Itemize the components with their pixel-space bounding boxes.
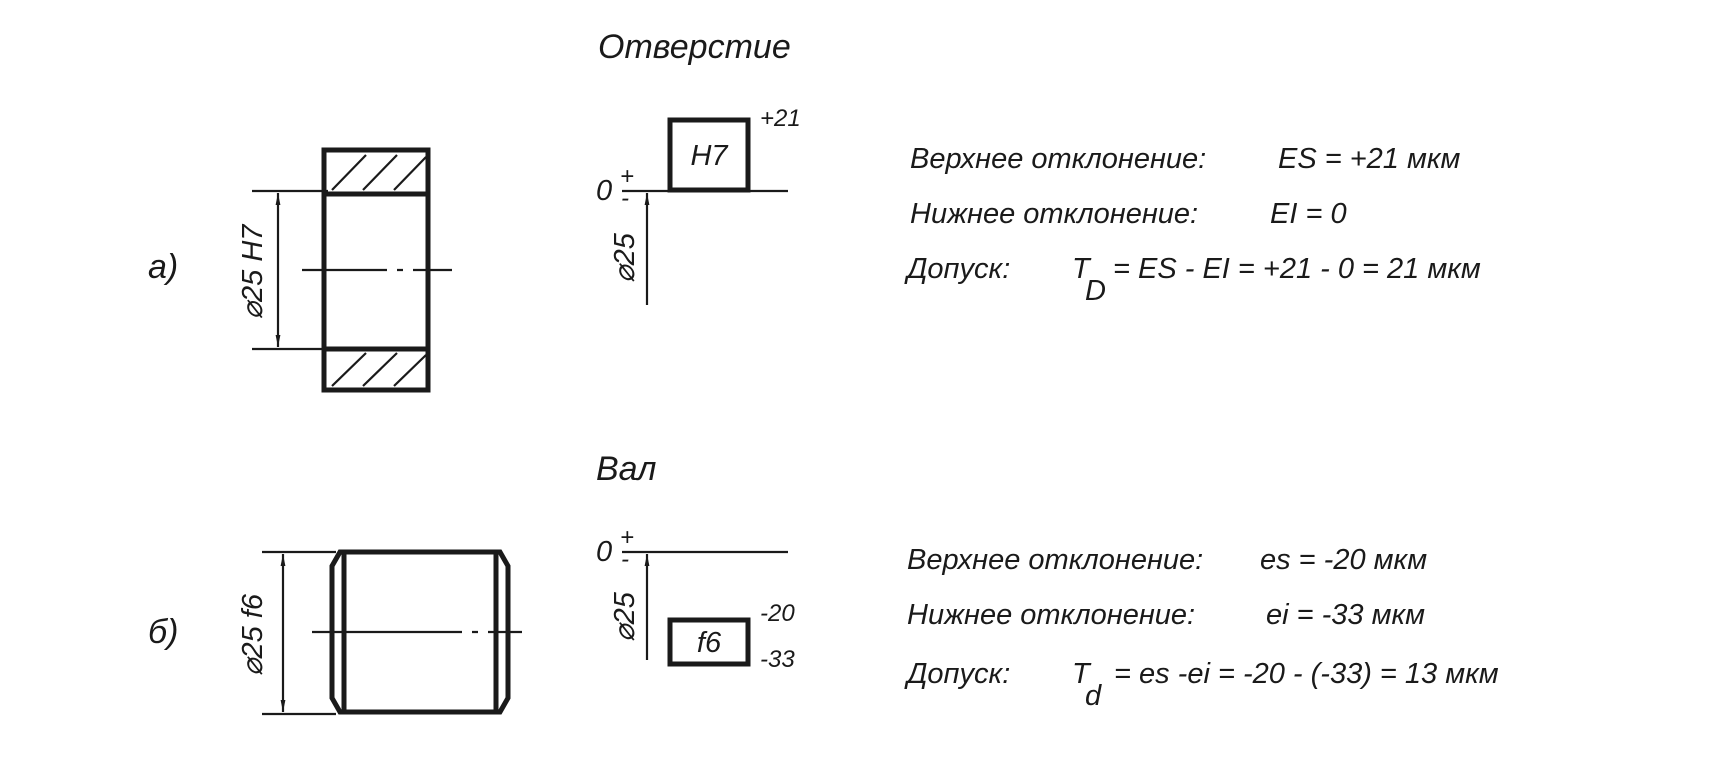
shaft-minus-sign: - bbox=[621, 546, 629, 573]
hole-tolerance-zone-diagram: 0 + - ⌀25 H7 +21 bbox=[596, 105, 801, 305]
shaft-nominal-label: ⌀25 bbox=[609, 591, 641, 642]
hole-deviations-text: Верхнее отклонение: ES = +21 мкм Нижнее … bbox=[904, 143, 1481, 307]
shaft-tolerance-text: Допуск: bbox=[904, 658, 1010, 690]
shaft-lower-deviation-value: -33 bbox=[760, 646, 795, 673]
shaft-tolerance-zone-diagram: 0 + - ⌀25 f6 -20 -33 bbox=[596, 524, 795, 673]
hole-tolerance-subscript: D bbox=[1085, 275, 1106, 307]
hole-lower-deviation-formula: EI = 0 bbox=[1270, 198, 1347, 230]
hole-upper-deviation-value: +21 bbox=[760, 105, 801, 132]
shaft-section-label: б) bbox=[148, 613, 178, 651]
hole-title: Отверстие bbox=[598, 28, 791, 66]
hole-plus-sign: + bbox=[620, 163, 634, 190]
hole-tolerance-formula: = ES - EI = +21 - 0 = 21 мкм bbox=[1113, 253, 1481, 285]
hole-section: а) Отверстие ⌀25 H7 0 bbox=[148, 28, 1481, 393]
shaft-title: Вал bbox=[596, 450, 656, 488]
hole-diameter-label: ⌀25 H7 bbox=[237, 223, 269, 320]
hole-upper-deviation-text: Верхнее отклонение: bbox=[910, 143, 1206, 175]
shaft-plus-sign: + bbox=[620, 524, 634, 551]
hole-tolerance-text: Допуск: bbox=[904, 253, 1010, 285]
shaft-deviations-text: Верхнее отклонение: es = -20 мкм Нижнее … bbox=[904, 544, 1499, 712]
shaft-upper-deviation-text: Верхнее отклонение: bbox=[907, 544, 1203, 576]
hole-tolerance-zone bbox=[667, 117, 751, 193]
shaft-upper-deviation-value: -20 bbox=[760, 600, 795, 627]
shaft-diameter-label: ⌀25 f6 bbox=[237, 593, 269, 676]
shaft-section: б) Вал ⌀25 f6 0 + - ⌀25 f6 -20 -33 bbox=[148, 450, 1499, 716]
hole-minus-sign: - bbox=[621, 185, 629, 212]
shaft-upper-deviation-formula: es = -20 мкм bbox=[1260, 544, 1427, 576]
hole-section-label: а) bbox=[148, 248, 178, 286]
shaft-tolerance-formula: = es -ei = -20 - (-33) = 13 мкм bbox=[1114, 658, 1499, 690]
shaft-lower-deviation-formula: ei = -33 мкм bbox=[1266, 599, 1425, 631]
hole-nominal-label: ⌀25 bbox=[609, 232, 641, 283]
hole-zero-label: 0 bbox=[596, 175, 612, 207]
hole-lower-deviation-text: Нижнее отклонение: bbox=[910, 198, 1198, 230]
shaft-tolerance-zone bbox=[667, 617, 751, 667]
shaft-tolerance-subscript: d bbox=[1085, 680, 1102, 712]
shaft-zone-label: f6 bbox=[697, 627, 722, 659]
shaft-tolerance-symbol: T bbox=[1072, 658, 1092, 690]
hole-part-drawing: ⌀25 H7 bbox=[237, 147, 452, 393]
hole-zone-label: H7 bbox=[690, 140, 729, 172]
shaft-lower-deviation-text: Нижнее отклонение: bbox=[907, 599, 1195, 631]
shaft-zero-label: 0 bbox=[596, 536, 612, 568]
shaft-part-drawing: ⌀25 f6 bbox=[237, 549, 522, 716]
hole-upper-deviation-formula: ES = +21 мкм bbox=[1278, 143, 1461, 175]
hole-tolerance-symbol: T bbox=[1072, 253, 1092, 285]
